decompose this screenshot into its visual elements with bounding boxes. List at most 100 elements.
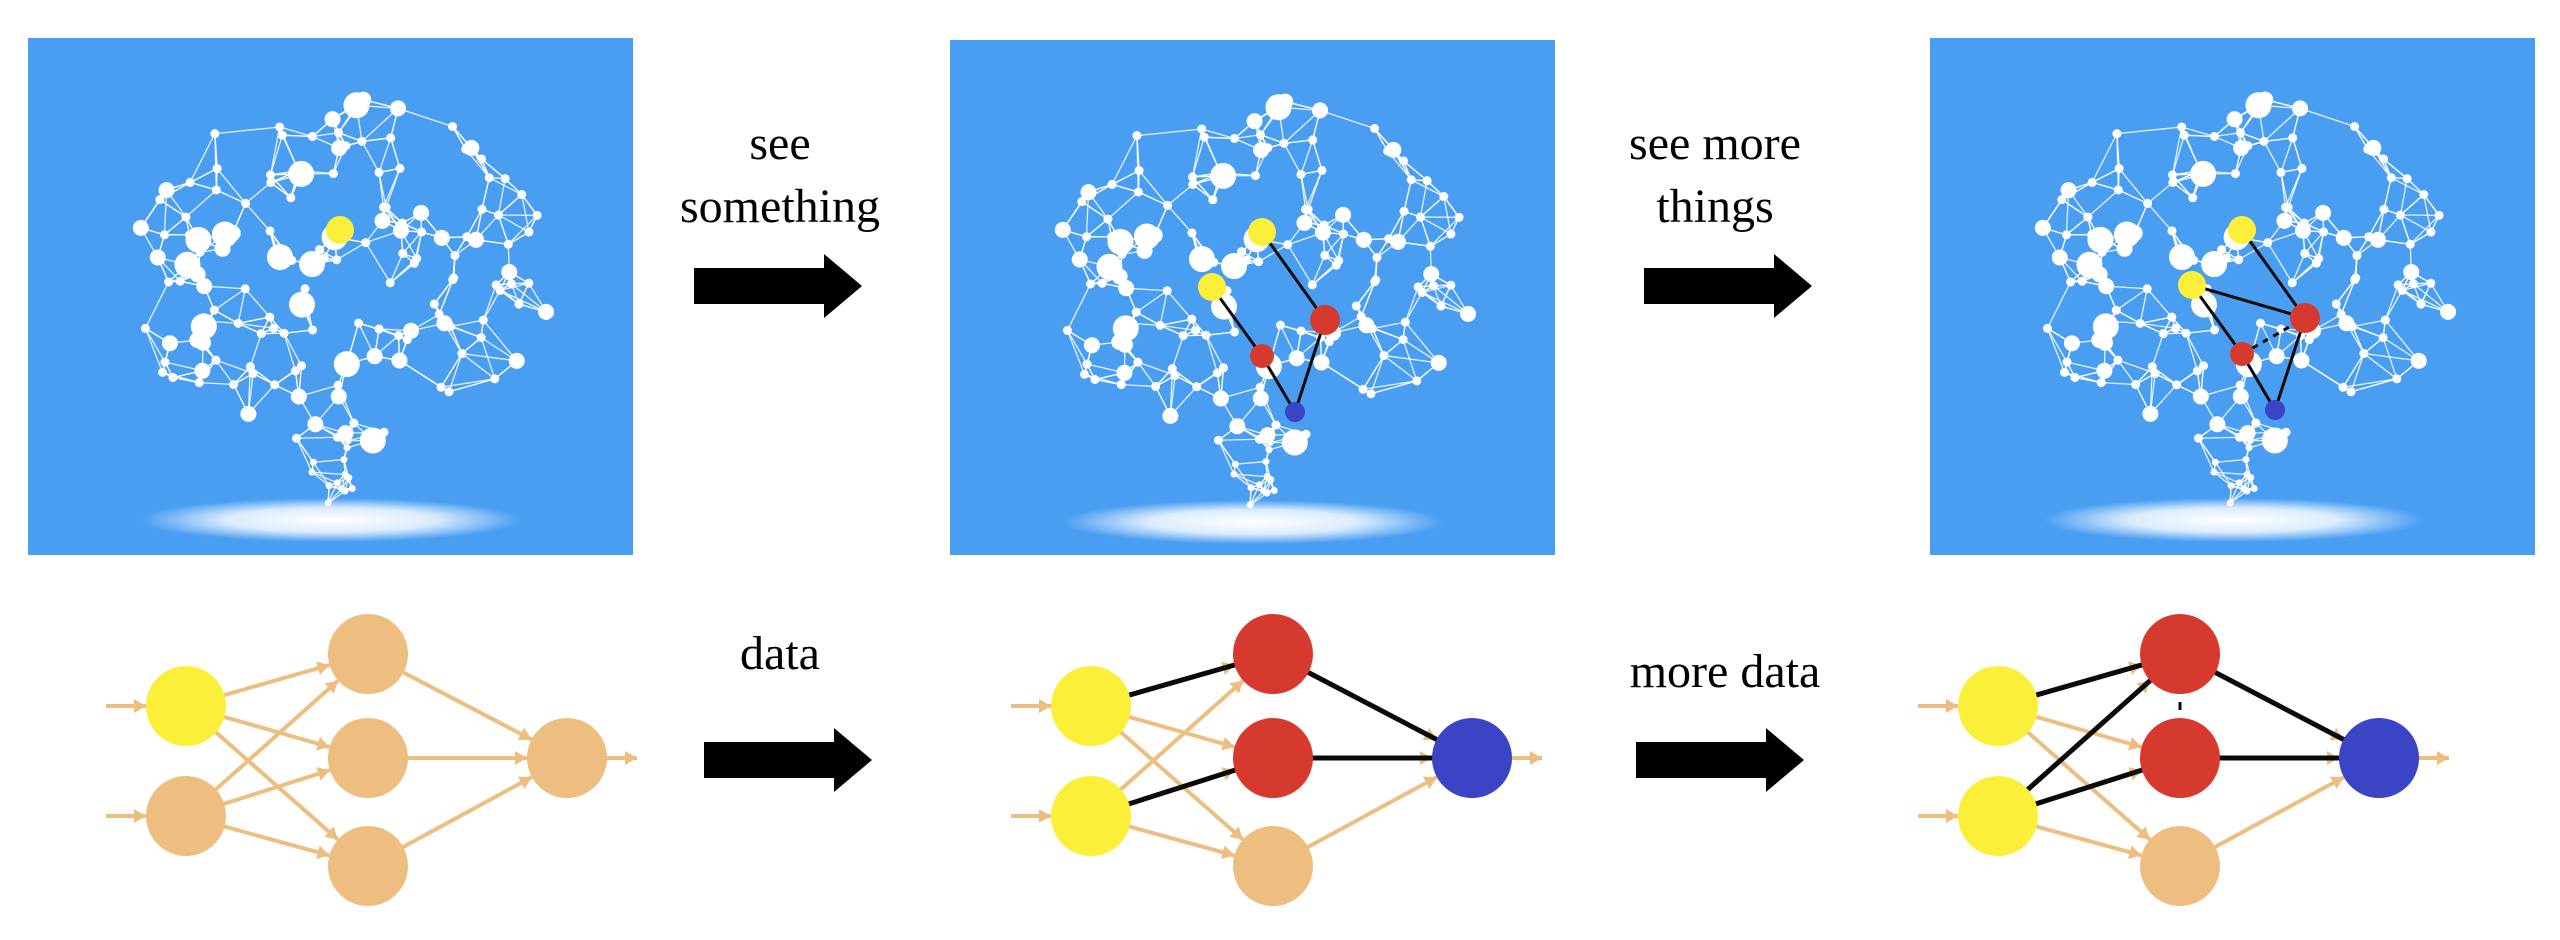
brain-node bbox=[1197, 124, 1207, 134]
brain-node bbox=[2168, 244, 2195, 271]
brain-node bbox=[1260, 487, 1268, 495]
brain-link bbox=[2409, 214, 2440, 245]
brain-link bbox=[448, 353, 463, 392]
brain-node bbox=[1155, 320, 1165, 330]
brain-node bbox=[1307, 280, 1317, 290]
brain-link bbox=[1111, 183, 1139, 193]
brain-node bbox=[514, 299, 524, 309]
active-blue-node bbox=[2265, 400, 2285, 420]
brain-node bbox=[2315, 204, 2332, 221]
brain-node bbox=[2379, 204, 2389, 214]
brain-node bbox=[265, 312, 275, 322]
brain-link bbox=[189, 167, 218, 184]
brain-node bbox=[2405, 239, 2415, 249]
brain-node bbox=[212, 164, 222, 174]
brain-node bbox=[211, 355, 221, 365]
brain-node bbox=[1083, 337, 1100, 354]
brain-link bbox=[2350, 378, 2397, 393]
brain-node bbox=[1118, 280, 1135, 297]
brain-node bbox=[140, 323, 150, 333]
connection-arrow-head bbox=[1221, 845, 1235, 859]
brain-node bbox=[1178, 331, 1188, 341]
brain-link bbox=[1311, 264, 1337, 286]
brain-link bbox=[2186, 329, 2215, 334]
brain-node bbox=[450, 251, 460, 261]
brain-link bbox=[1311, 255, 1326, 286]
brain-link bbox=[402, 231, 423, 254]
brain-node bbox=[2042, 323, 2052, 333]
brain-node bbox=[277, 130, 287, 140]
brain-node bbox=[457, 349, 467, 359]
connection-arrow-head bbox=[316, 845, 330, 859]
brain-node bbox=[248, 368, 258, 378]
brain-node bbox=[2351, 273, 2361, 283]
brain-link bbox=[2115, 288, 2148, 311]
brain-node bbox=[2083, 212, 2093, 222]
brain-link bbox=[2117, 359, 2137, 385]
brain-link bbox=[1137, 361, 1157, 387]
brain-link bbox=[295, 437, 313, 473]
input-arrow-head bbox=[1946, 809, 1958, 823]
brain-panel-after-data bbox=[950, 40, 1555, 555]
brain-node bbox=[1256, 130, 1266, 140]
connection-arrow-head bbox=[515, 751, 527, 765]
brain-node bbox=[2370, 231, 2387, 248]
brain-node bbox=[1319, 220, 1329, 230]
brain-node bbox=[1162, 286, 1172, 296]
brain-link bbox=[461, 353, 496, 380]
brain-node bbox=[204, 316, 214, 326]
brain-node bbox=[2096, 378, 2106, 388]
brain-node bbox=[2402, 174, 2412, 184]
output-neuron bbox=[527, 718, 607, 798]
brain-node bbox=[403, 322, 420, 339]
brain-node bbox=[2142, 405, 2159, 422]
brain-link bbox=[2118, 189, 2148, 205]
connection-arrow-head bbox=[517, 727, 532, 741]
brain-node bbox=[1136, 242, 1153, 259]
connection-arrow-head bbox=[316, 661, 330, 676]
brain-link bbox=[1160, 324, 1196, 331]
brain-link bbox=[1370, 355, 1385, 394]
brain-node bbox=[1230, 327, 1240, 337]
brain-link bbox=[144, 328, 166, 363]
brain-node bbox=[1231, 460, 1239, 468]
brain-link bbox=[361, 107, 399, 142]
brain-link bbox=[2280, 137, 2294, 173]
brain-node bbox=[359, 427, 386, 454]
brain-link bbox=[1159, 290, 1168, 326]
brain-node bbox=[2276, 212, 2293, 229]
brain-node bbox=[2234, 255, 2244, 265]
brain-node bbox=[2365, 139, 2382, 156]
brain-link bbox=[440, 378, 495, 388]
active-yellow-node-1 bbox=[2228, 216, 2256, 244]
brain-node bbox=[2227, 482, 2235, 490]
brain-node bbox=[2242, 456, 2250, 464]
brain-link bbox=[1283, 143, 1302, 175]
brain-node bbox=[1430, 354, 1447, 371]
brain-link bbox=[2340, 277, 2357, 315]
brain-node bbox=[1259, 435, 1267, 443]
brain-node bbox=[413, 204, 430, 221]
brain-node bbox=[1195, 258, 1205, 268]
brain-node bbox=[291, 433, 301, 443]
brain-node bbox=[500, 174, 510, 184]
brain-node bbox=[448, 121, 458, 131]
brain-node bbox=[2410, 352, 2427, 369]
brain-link bbox=[2198, 436, 2240, 439]
brain-node bbox=[1262, 458, 1270, 466]
brain-link bbox=[1136, 128, 1202, 137]
brain-link bbox=[1304, 170, 1323, 210]
pathway-link bbox=[1210, 286, 1264, 357]
brain-link bbox=[1283, 109, 1321, 144]
brain-node bbox=[2188, 193, 2198, 203]
brain-node bbox=[2116, 240, 2133, 257]
brain-link bbox=[1086, 218, 1109, 238]
brain-node bbox=[2192, 388, 2209, 405]
brain-node bbox=[324, 111, 341, 128]
brain-node bbox=[2408, 279, 2418, 289]
brain-node bbox=[333, 351, 360, 378]
arrow-see-more-things bbox=[1644, 254, 1812, 318]
brain-link bbox=[1066, 330, 1088, 365]
brain-link bbox=[283, 332, 303, 367]
